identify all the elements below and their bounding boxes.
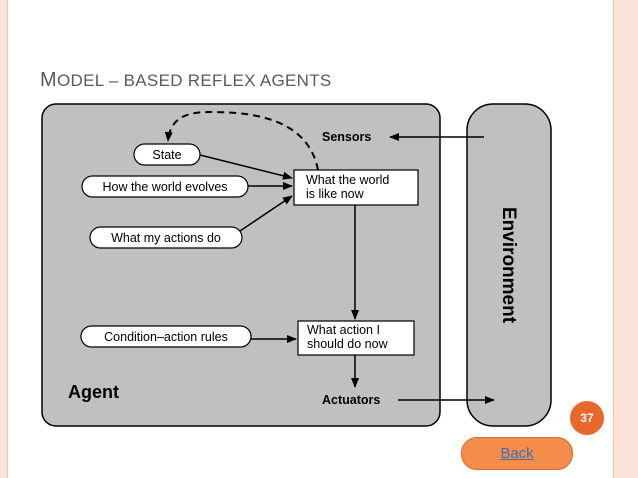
agent-box [41, 103, 441, 427]
arrow-state-to-world [199, 154, 293, 180]
action-label-line1: What action I [307, 323, 380, 337]
page-number-badge: 37 [570, 401, 604, 435]
state-node [133, 143, 201, 166]
title-part-model: ODEL [56, 71, 104, 90]
dashed-arrow-world-to-state [164, 110, 319, 171]
world-now-label-line1: What the world [306, 173, 389, 187]
my-actions-label: What my actions do [111, 231, 221, 245]
title-part-agents: BASED REFLEX AGENTS [123, 71, 332, 90]
my-actions-node [89, 226, 243, 249]
slide-left-edge [0, 0, 8, 478]
arrow-actions-to-world [239, 195, 293, 232]
condition-rules-label: Condition–action rules [104, 330, 228, 344]
sensors-label: Sensors [322, 130, 371, 144]
title-initial: M [40, 69, 57, 91]
title-dash: – [103, 71, 124, 90]
environment-label: Environment [498, 207, 519, 324]
actuators-label: Actuators [322, 393, 380, 407]
environment-box [466, 103, 552, 427]
agent-label: Agent [68, 382, 119, 402]
slide-right-edge [613, 0, 638, 478]
slide-title: MODEL – BASED REFLEX AGENTS [40, 69, 332, 92]
action-node [297, 320, 415, 356]
world-now-label-line2: is like now [306, 187, 365, 201]
state-label: State [152, 148, 181, 162]
condition-rules-node [80, 325, 252, 348]
world-evolves-label: How the world evolves [102, 180, 227, 194]
back-button[interactable]: Back [461, 437, 573, 470]
action-label-line2: should do now [307, 337, 389, 351]
world-now-node [293, 169, 419, 206]
